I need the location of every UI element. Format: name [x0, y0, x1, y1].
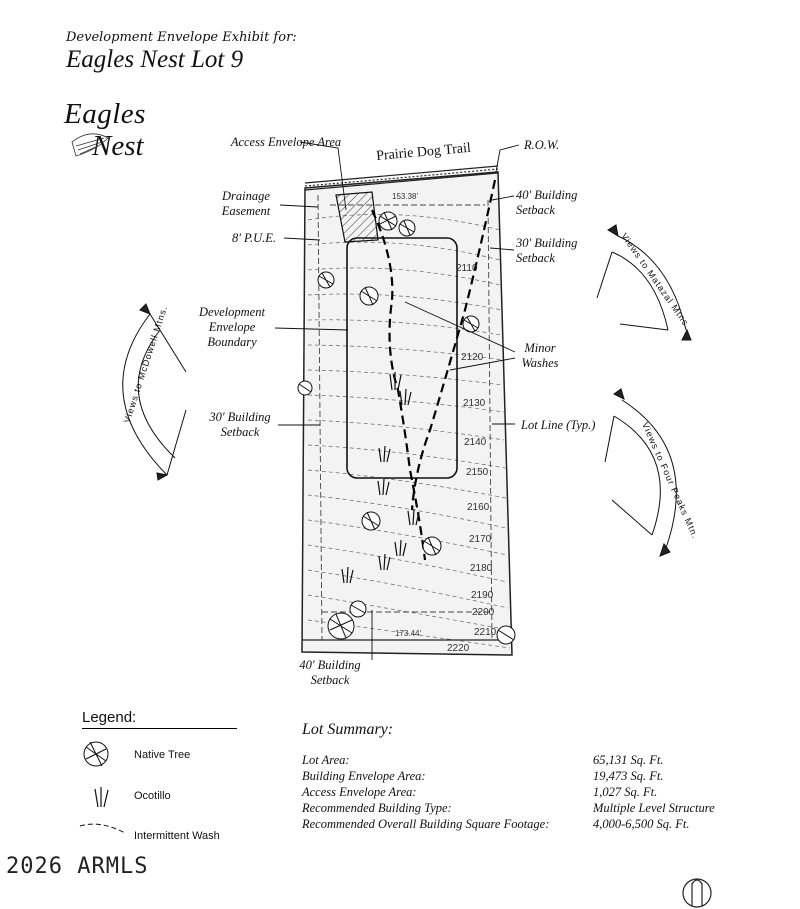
view-arc-mcdowell	[122, 303, 187, 481]
summary-title: Lot Summary:	[302, 721, 394, 738]
label-development-envelope: Development Envelope Boundary	[199, 305, 265, 349]
contour-label: 2130	[463, 398, 486, 409]
native-tree-icon	[349, 600, 367, 618]
legend-item-intermittent-wash: Intermittent Wash	[134, 830, 220, 842]
north-arrow-icon	[682, 878, 712, 908]
summary-label: Lot Area:	[302, 753, 350, 767]
exhibit-subtitle: Development Envelope Exhibit for:	[66, 30, 297, 45]
legend-wash-line-icon	[79, 823, 126, 834]
setback-lines	[317, 194, 493, 641]
ocotillo-icons	[341, 372, 420, 584]
contour-label: 2170	[469, 534, 492, 545]
summary-label: Building Envelope Area:	[302, 769, 426, 783]
label-30-setback-left: 30' Building Setback	[209, 410, 271, 439]
contour-label: 2210	[474, 627, 497, 638]
contour-label: 2120	[461, 352, 484, 363]
access-envelope-area	[335, 191, 379, 243]
legend-title: Legend:	[82, 709, 137, 726]
contour-label: 2150	[466, 467, 489, 478]
legend-ocotillo-icon	[94, 787, 109, 808]
ocotillo-icon	[378, 445, 391, 463]
legend-item-native-tree: Native Tree	[134, 749, 191, 761]
development-envelope-boundary	[346, 237, 458, 479]
label-40-setback-bottom: 40' Building Setback	[299, 658, 361, 687]
native-tree-icons	[297, 211, 516, 645]
native-tree-icon	[496, 625, 516, 645]
contour-label: 2200	[472, 607, 495, 618]
dimension-bottom: 173.44'	[395, 629, 421, 638]
label-30-setback-right: 30' Building Setback	[516, 236, 578, 265]
summary-value: 1,027 Sq. Ft.	[593, 785, 658, 799]
ocotillo-icon	[389, 372, 402, 391]
summary-label: Access Envelope Area:	[302, 785, 417, 799]
summary-value: 65,131 Sq. Ft.	[593, 753, 664, 767]
view-arc-four-peaks	[604, 388, 677, 557]
contour-label: 2140	[464, 437, 487, 448]
dimension-top: 153.38'	[392, 192, 418, 201]
native-tree-icon	[359, 286, 379, 306]
native-tree-icon	[327, 612, 355, 640]
lot-parcel	[301, 171, 513, 656]
road-row	[304, 165, 499, 191]
contour-label: 2180	[470, 563, 493, 574]
native-tree-icon	[422, 536, 442, 556]
ocotillo-icon	[378, 553, 391, 571]
contour-label: 2160	[467, 502, 490, 513]
legend-underline	[82, 728, 237, 729]
logo-line2: Nest	[92, 130, 144, 162]
summary-value: 19,473 Sq. Ft.	[593, 769, 664, 783]
label-access-envelope: Access Envelope Area	[230, 135, 342, 149]
view-arc-matazal	[596, 224, 692, 341]
native-tree-icon	[297, 380, 313, 396]
label-40-setback-top: 40' Building Setback	[516, 188, 578, 217]
summary-label: Recommended Building Type:	[302, 801, 452, 815]
legend-item-ocotillo: Ocotillo	[134, 790, 171, 802]
label-minor-washes: Minor Washes	[521, 341, 559, 370]
summary-value: 4,000-6,500 Sq. Ft.	[593, 817, 690, 831]
contour-label: 2110	[456, 263, 478, 274]
summary-label: Recommended Overall Building Square Foot…	[302, 817, 550, 831]
ocotillo-icon	[399, 388, 412, 406]
native-tree-icon	[361, 511, 381, 531]
label-drainage-easement: Drainage Easement	[221, 189, 271, 218]
copyright-text: 2026 ARMLS	[6, 854, 149, 879]
label-lot-line: Lot Line (Typ.)	[521, 418, 596, 432]
native-tree-icon	[317, 271, 335, 289]
label-row: R.O.W.	[524, 138, 560, 152]
label-pue: 8' P.U.E.	[231, 231, 277, 245]
logo-line1: Eagles	[64, 98, 146, 130]
contour-label: 2190	[471, 590, 494, 601]
ocotillo-icon	[407, 508, 420, 526]
ocotillo-icon	[377, 478, 390, 496]
legend-native-tree-icon	[83, 741, 109, 767]
exhibit-title: Eagles Nest Lot 9	[66, 46, 244, 73]
native-tree-icon	[398, 219, 416, 237]
native-tree-icon	[378, 211, 398, 231]
ocotillo-icon	[341, 566, 354, 584]
logo-feather-icon	[71, 133, 109, 157]
contour-label: 2220	[447, 643, 470, 654]
summary-value: Multiple Level Structure	[593, 801, 715, 815]
ocotillo-icon	[394, 539, 407, 557]
leader-lines	[274, 141, 520, 660]
